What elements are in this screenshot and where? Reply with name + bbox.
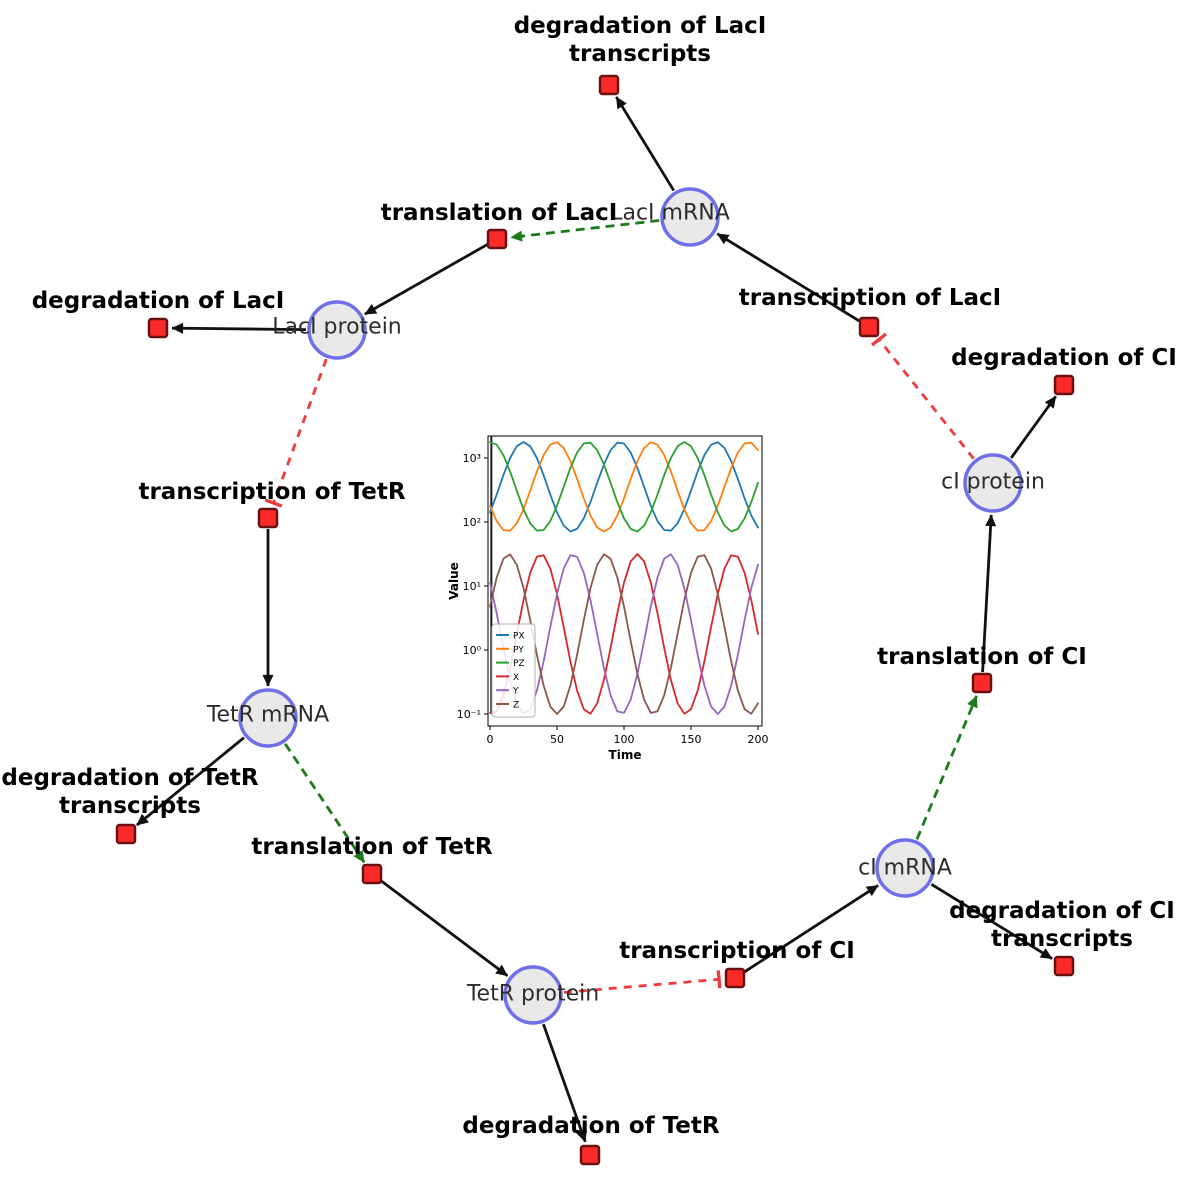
reaction-node-transl-ci — [971, 672, 993, 694]
y-tick-label: 10² — [463, 516, 481, 529]
edge-modifier-ci-mrna-transl-ci — [915, 695, 978, 840]
reaction-node-transl-tetr — [361, 863, 383, 885]
y-tick-label: 10³ — [463, 452, 481, 465]
edge-production-transl-laci-laci-protein — [364, 243, 489, 316]
legend-label-z: Z — [513, 701, 519, 711]
edge-production-transl-tetr-tetr-protein — [379, 879, 509, 977]
edge-inhibition-laci-protein-txn-tetr — [264, 358, 328, 508]
legend-label-py: PY — [513, 645, 524, 655]
y-tick-label: 10⁰ — [463, 644, 482, 657]
series-line-pz — [489, 441, 759, 533]
reaction-node-deg-ci — [1053, 374, 1075, 396]
edge-consumption-ci-protein-deg-ci — [1010, 395, 1057, 459]
edge-consumption-laci-mrna-deg-laci-tx — [615, 96, 675, 192]
x-axis-label: Time — [609, 748, 642, 762]
reaction-node-deg-tetr-tx — [115, 823, 137, 845]
chart-legend-box — [491, 623, 536, 718]
edge-production-transl-ci-ci-protein — [981, 514, 997, 673]
edge-consumption-ci-mrna-deg-ci-tx — [930, 883, 1053, 960]
edge-consumption-tetr-mrna-deg-tetr-tx — [135, 736, 245, 827]
series-line-px — [489, 441, 759, 533]
edges-layer — [135, 96, 1057, 1143]
series-line-x — [489, 553, 759, 715]
x-tick-label: 200 — [748, 733, 769, 746]
edge-modifier-laci-mrna-transl-laci — [510, 219, 660, 242]
reaction-node-deg-tetr — [579, 1144, 601, 1166]
y-tick-label: 10⁻¹ — [457, 708, 481, 721]
reaction-node-txn-tetr — [257, 507, 279, 529]
edge-consumption-tetr-protein-deg-tetr — [542, 1023, 587, 1143]
reaction-node-deg-laci-tx — [598, 74, 620, 96]
x-tick-label: 150 — [681, 733, 702, 746]
legend-label-px: PX — [513, 632, 525, 642]
reaction-node-deg-laci — [147, 317, 169, 339]
nodes-layer — [115, 74, 1075, 1166]
x-tick-label: 50 — [550, 733, 564, 746]
legend-label-y: Y — [512, 687, 519, 697]
species-node-tetr-protein — [503, 965, 563, 1025]
edge-production-txn-ci-ci-mrna — [743, 884, 879, 974]
y-axis-label: Value — [447, 562, 461, 600]
edge-inhibition-ci-protein-txn-laci — [870, 332, 975, 460]
reaction-node-txn-ci — [724, 967, 746, 989]
species-node-ci-mrna — [875, 838, 935, 898]
species-node-ci-protein — [963, 453, 1023, 513]
reaction-node-transl-laci — [486, 228, 508, 250]
reaction-node-deg-ci-tx — [1053, 955, 1075, 977]
legend-label-x: X — [513, 673, 519, 683]
edge-consumption-laci-protein-deg-laci — [171, 322, 307, 334]
species-node-laci-protein — [307, 300, 367, 360]
reaction-node-txn-laci — [858, 316, 880, 338]
edge-inhibition-tetr-protein-txn-ci — [563, 970, 722, 994]
series-line-py — [489, 441, 759, 533]
y-tick-label: 10¹ — [463, 580, 481, 593]
legend-label-pz: PZ — [513, 659, 525, 669]
edge-modifier-tetr-mrna-transl-tetr — [284, 743, 366, 864]
species-node-tetr-mrna — [238, 688, 298, 748]
species-node-laci-mrna — [660, 187, 720, 247]
x-tick-label: 0 — [487, 733, 494, 746]
edge-production-txn-laci-laci-mrna — [716, 232, 861, 323]
x-tick-label: 100 — [614, 733, 635, 746]
